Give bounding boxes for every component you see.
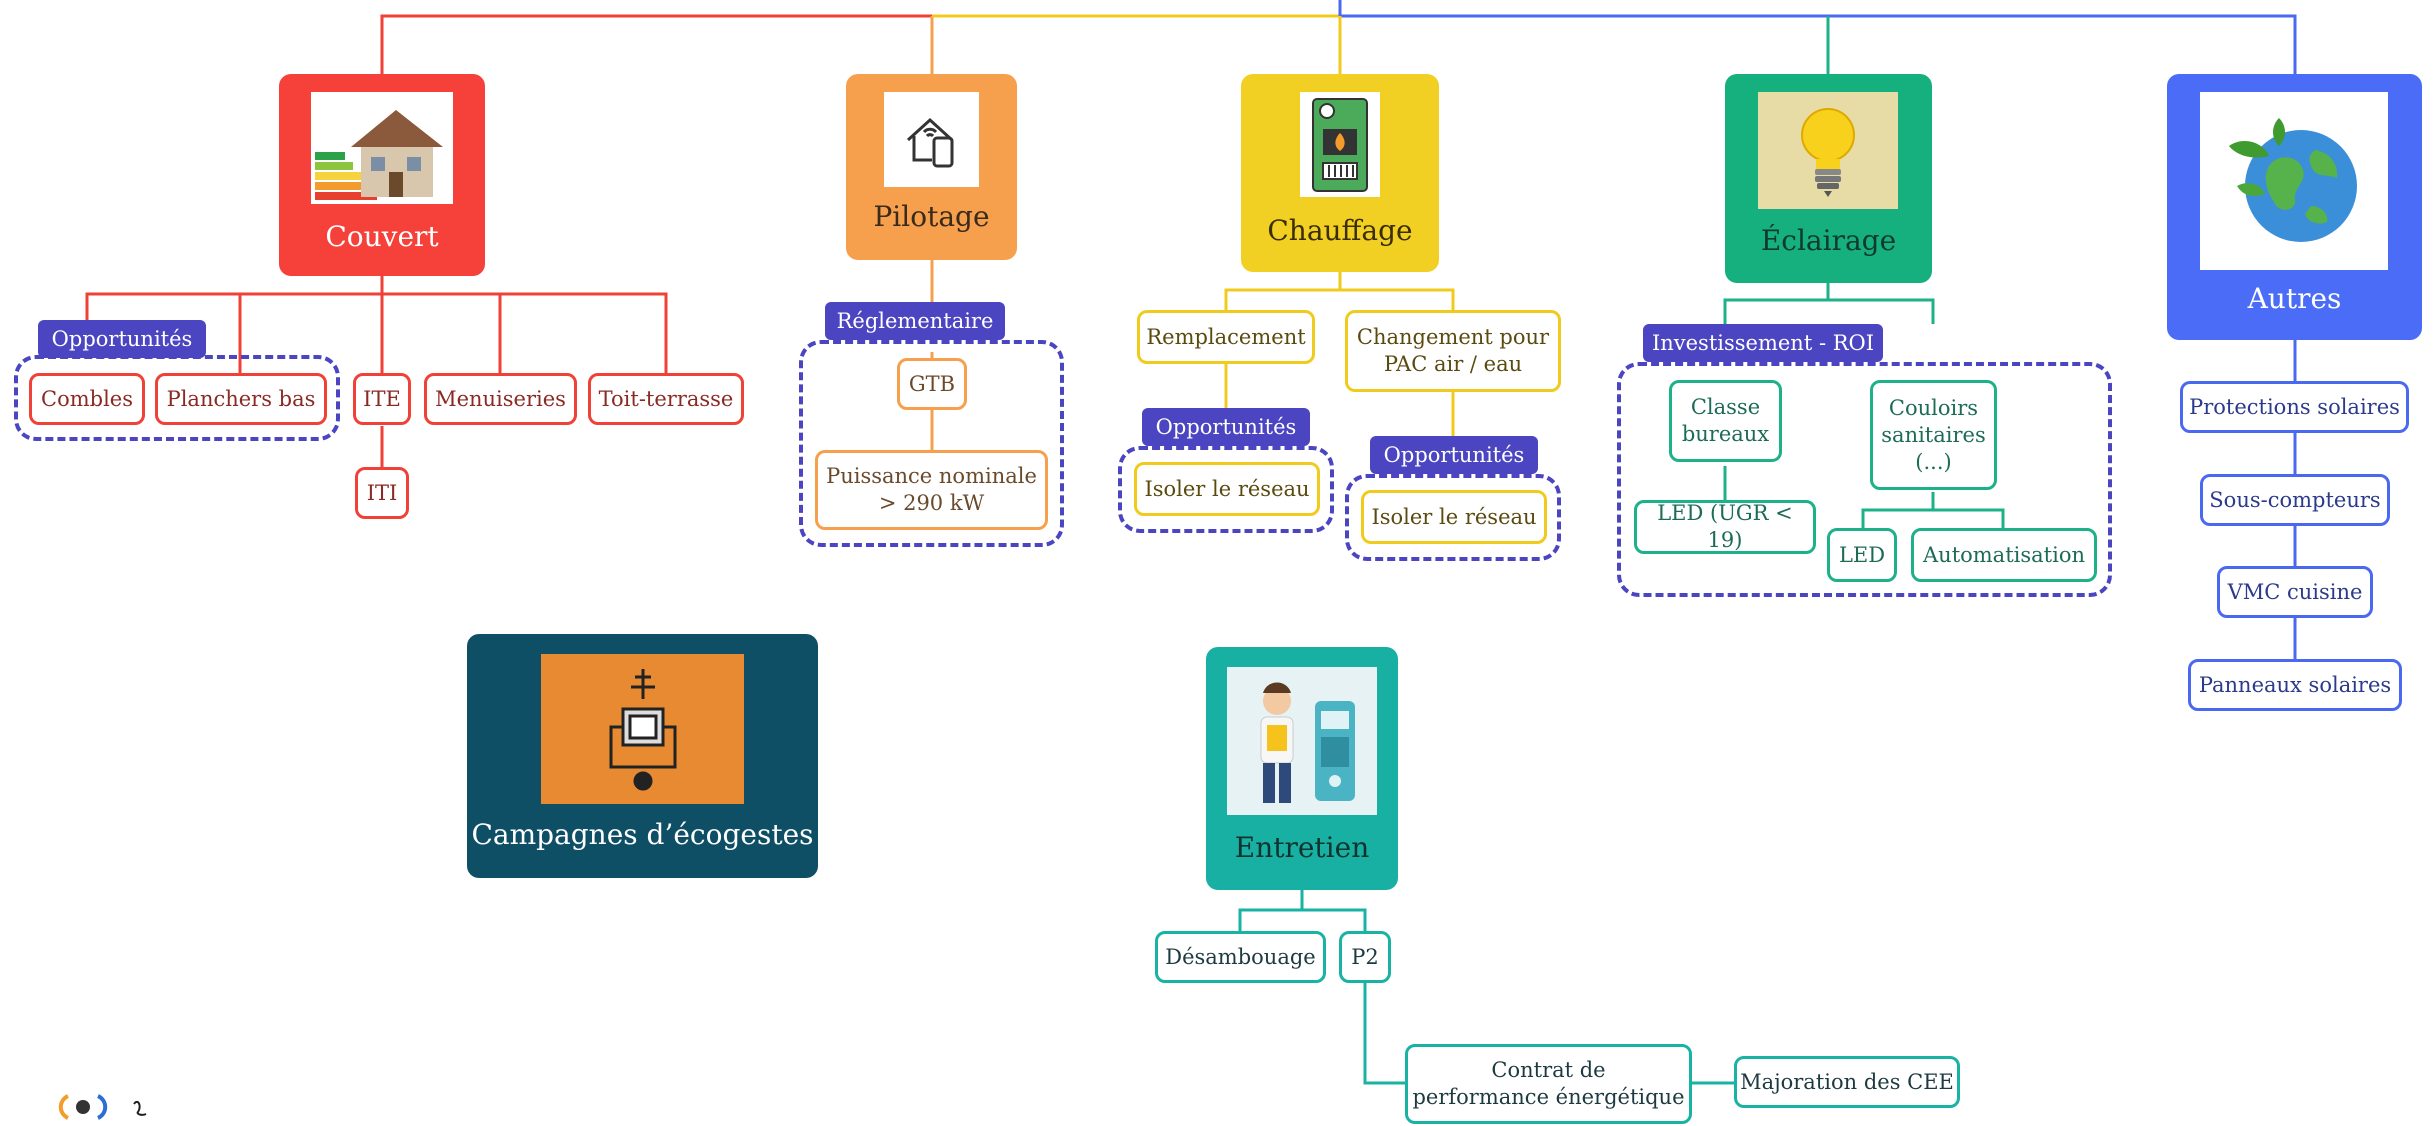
node-remplacement[interactable]: Remplacement — [1137, 310, 1315, 364]
node-planchers-bas[interactable]: Planchers bas — [155, 373, 327, 425]
group-reglementaire — [799, 340, 1064, 547]
node-isoler-reseau-left[interactable]: Isoler le réseau — [1134, 462, 1320, 516]
category-eclairage-label: Éclairage — [1760, 224, 1897, 257]
node-protections-solaires[interactable]: Protections solaires — [2180, 381, 2409, 433]
node-classe-bureaux[interactable]: Classe bureaux — [1669, 380, 1782, 462]
category-couvert[interactable]: Couvert — [279, 74, 485, 276]
category-entretien[interactable]: Entretien — [1206, 647, 1398, 890]
eco-gesture-icon — [541, 654, 744, 804]
tag-opportunites-couvert: Opportunités — [38, 320, 206, 358]
technician-icon — [1227, 667, 1377, 815]
smart-home-icon — [884, 92, 979, 187]
node-automatisation[interactable]: Automatisation — [1911, 528, 2097, 582]
category-pilotage[interactable]: Pilotage — [846, 74, 1017, 260]
category-autres-label: Autres — [2247, 282, 2342, 315]
house-energy-icon — [311, 92, 453, 204]
boiler-icon — [1300, 92, 1380, 197]
group-opportunites-chauffage-right — [1345, 474, 1561, 561]
category-pilotage-label: Pilotage — [873, 200, 990, 233]
node-gtb[interactable]: GTB — [897, 358, 967, 410]
category-campagnes-label: Campagnes d’écogestes — [471, 818, 814, 851]
node-led-ugr[interactable]: LED (UGR < 19) — [1634, 500, 1816, 554]
lightbulb-icon — [1758, 92, 1898, 209]
node-isoler-reseau-right[interactable]: Isoler le réseau — [1361, 490, 1547, 544]
tag-opportunites-chauffage-right: Opportunités — [1370, 436, 1538, 474]
node-panneaux-solaires[interactable]: Panneaux solaires — [2188, 659, 2402, 711]
category-couvert-label: Couvert — [325, 220, 439, 253]
group-opportunites-chauffage-left — [1118, 446, 1334, 533]
node-p2[interactable]: P2 — [1339, 931, 1391, 983]
category-eclairage[interactable]: Éclairage — [1725, 74, 1932, 283]
category-entretien-label: Entretien — [1234, 831, 1370, 864]
tag-opportunites-chauffage-left: Opportunités — [1142, 408, 1310, 446]
node-contrat-performance[interactable]: Contrat de performance énergétique — [1405, 1044, 1692, 1124]
logo-icon — [50, 1092, 160, 1122]
node-vmc-cuisine[interactable]: VMC cuisine — [2217, 566, 2373, 618]
node-sous-compteurs[interactable]: Sous-compteurs — [2200, 474, 2390, 526]
node-desembouage[interactable]: Désambouage — [1155, 931, 1326, 983]
node-puissance-nominale[interactable]: Puissance nominale > 290 kW — [815, 450, 1048, 530]
tag-reglementaire: Réglementaire — [825, 302, 1005, 340]
node-majoration-cee[interactable]: Majoration des CEE — [1734, 1056, 1960, 1108]
node-menuiseries[interactable]: Menuiseries — [424, 373, 577, 425]
category-campagnes-ecogestes[interactable]: Campagnes d’écogestes — [467, 634, 818, 878]
category-chauffage-label: Chauffage — [1267, 214, 1413, 247]
node-ite[interactable]: ITE — [353, 373, 411, 425]
node-couloirs-sanitaires[interactable]: Couloirs sanitaires (...) — [1870, 380, 1997, 490]
node-combles[interactable]: Combles — [29, 373, 145, 425]
node-led[interactable]: LED — [1827, 528, 1897, 582]
category-chauffage[interactable]: Chauffage — [1241, 74, 1439, 272]
category-autres[interactable]: Autres — [2167, 74, 2422, 340]
node-toit-terrasse[interactable]: Toit-terrasse — [588, 373, 744, 425]
tag-investissement-roi: Investissement - ROI — [1643, 324, 1883, 362]
node-pac-air-eau[interactable]: Changement pour PAC air / eau — [1345, 310, 1561, 392]
node-iti[interactable]: ITI — [355, 467, 409, 519]
group-investissement-roi — [1617, 362, 2112, 597]
earth-leaves-icon — [2200, 92, 2388, 270]
